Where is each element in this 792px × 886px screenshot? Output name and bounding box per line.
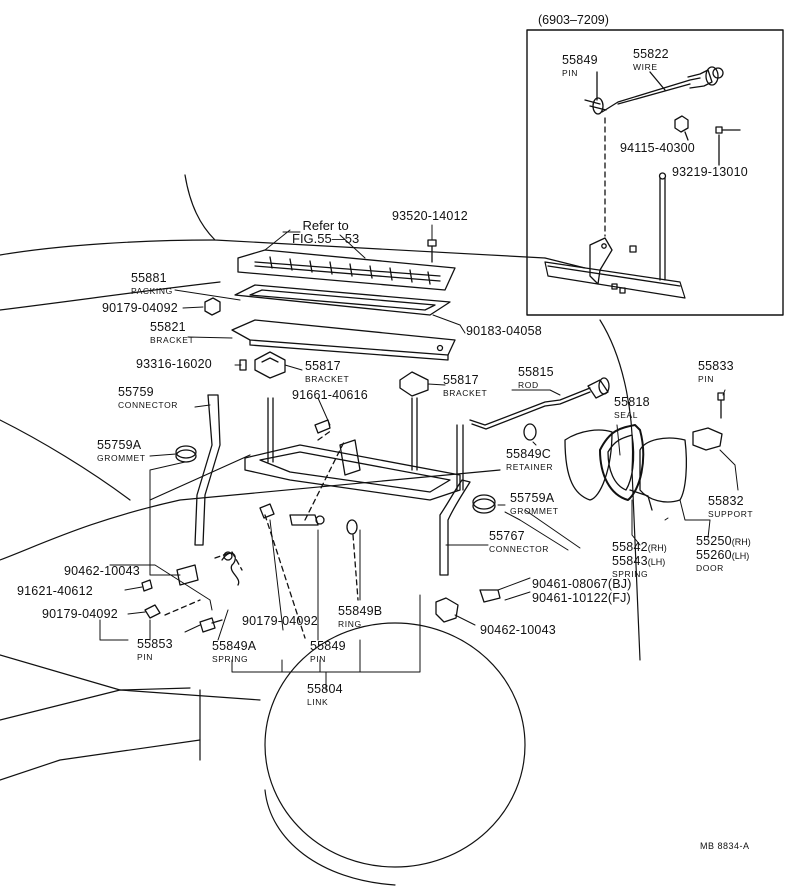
label-93520-14012: 93520-14012: [392, 209, 468, 223]
diagram-code: MB 8834-A: [700, 841, 750, 851]
label-55842: 55842(RH): [612, 540, 667, 554]
label-55759A-left: 55759A GROMMET: [97, 438, 146, 463]
label-55250: 55250(RH): [696, 534, 751, 548]
label-55881: 55881 PACKING: [131, 271, 173, 296]
label-55821: 55821 BRACKET: [150, 320, 195, 345]
label-55759: 55759 CONNECTOR: [118, 385, 179, 410]
label-55832: 55832 SUPPORT: [708, 494, 754, 519]
label-90179-04092-mid: 90179-04092: [242, 614, 318, 628]
label-93219-13010: 93219-13010: [672, 165, 748, 179]
label-90461-08067: 90461-08067(BJ): [532, 577, 632, 591]
leader-lines: [99, 224, 739, 691]
label-90462-10043-left: 90462-10043: [64, 564, 140, 578]
inset-title: (6903–7209): [538, 13, 609, 27]
label-55853: 55853 PIN: [137, 637, 173, 662]
label-55849A: 55849A SPRING: [212, 639, 257, 664]
label-55849: 55849 PIN: [310, 639, 346, 664]
label-90461-10122: 90461-10122(FJ): [532, 591, 631, 605]
inset-box: [526, 29, 784, 316]
label-90179-04092-left: 90179-04092: [42, 607, 118, 621]
label-55260: 55260(LH) DOOR: [696, 548, 750, 573]
label-55767: 55767 CONNECTOR: [489, 529, 550, 554]
vehicle-body-outline: [0, 174, 641, 886]
label-55817-a: 55817 BRACKET: [305, 359, 350, 384]
label-93316-16020: 93316-16020: [136, 357, 212, 371]
refer-note: Refer to FIG.55—53: [292, 218, 360, 246]
label-55804: 55804 LINK: [307, 682, 343, 707]
label-55759A-right: 55759A GROMMET: [510, 491, 559, 516]
label-90462-10043-right: 90462-10043: [480, 623, 556, 637]
label-91621-40612: 91621-40612: [17, 584, 93, 598]
label-55818: 55818 SEAL: [614, 395, 650, 420]
label-55815: 55815 ROD: [518, 365, 554, 390]
label-94115-40300: 94115-40300: [620, 141, 695, 155]
label-91661-40616: 91661-40616: [292, 388, 368, 402]
label-55849-inset: 55849 PIN: [562, 53, 598, 78]
label-55822: 55822 WIRE: [633, 47, 669, 72]
cover-assembly: [204, 239, 456, 397]
label-55817-b: 55817 BRACKET: [443, 373, 488, 398]
label-55849C: 55849C RETAINER: [506, 447, 554, 472]
label-55843: 55843(LH) SPRING: [612, 554, 666, 579]
label-90179-04092-top: 90179-04092: [102, 301, 178, 315]
label-90183-04058: 90183-04058: [466, 324, 542, 338]
label-55849B: 55849B RING: [338, 604, 383, 629]
label-55833: 55833 PIN: [698, 359, 734, 384]
